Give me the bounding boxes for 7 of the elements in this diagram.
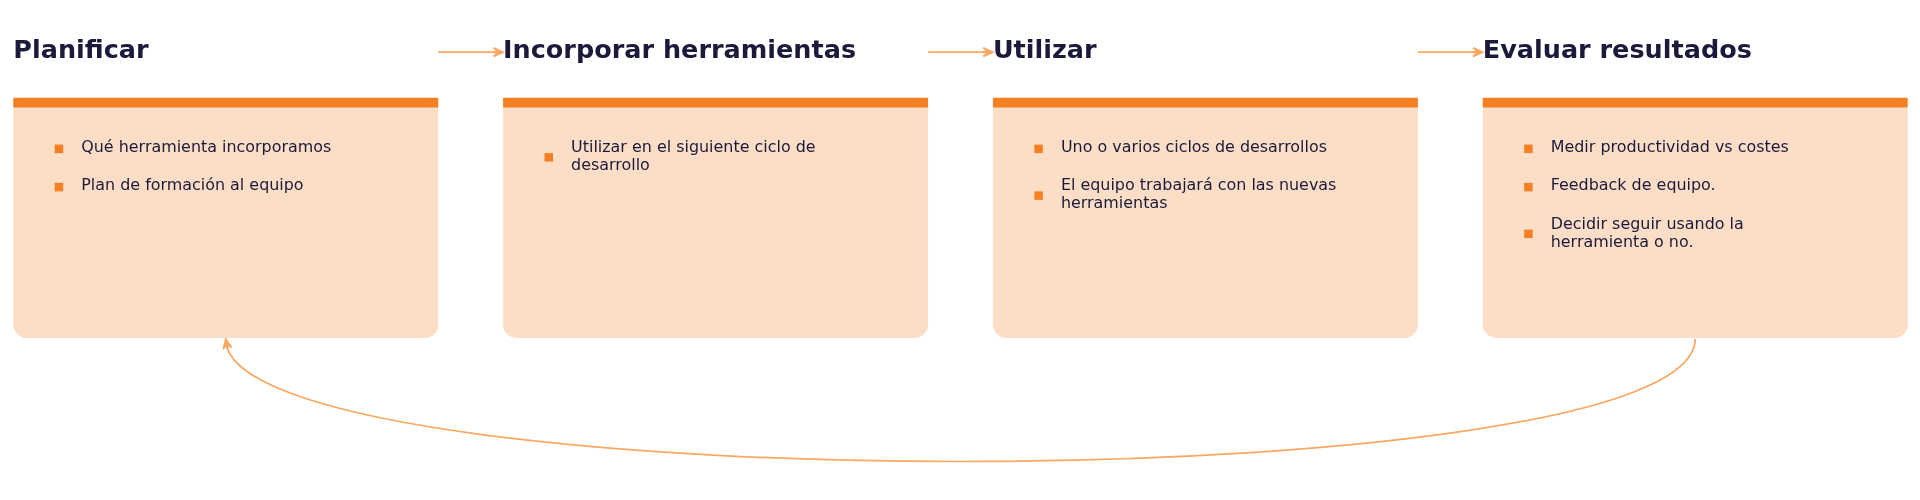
node-label: Incorporar herramientas xyxy=(502,33,856,64)
arrow xyxy=(436,47,504,58)
node-label: Evaluar resultados xyxy=(1482,33,1752,64)
arrow xyxy=(926,47,994,58)
node-label: Planificar xyxy=(12,33,149,64)
node-label: Utilizar xyxy=(992,33,1097,64)
arrow xyxy=(1416,47,1484,58)
